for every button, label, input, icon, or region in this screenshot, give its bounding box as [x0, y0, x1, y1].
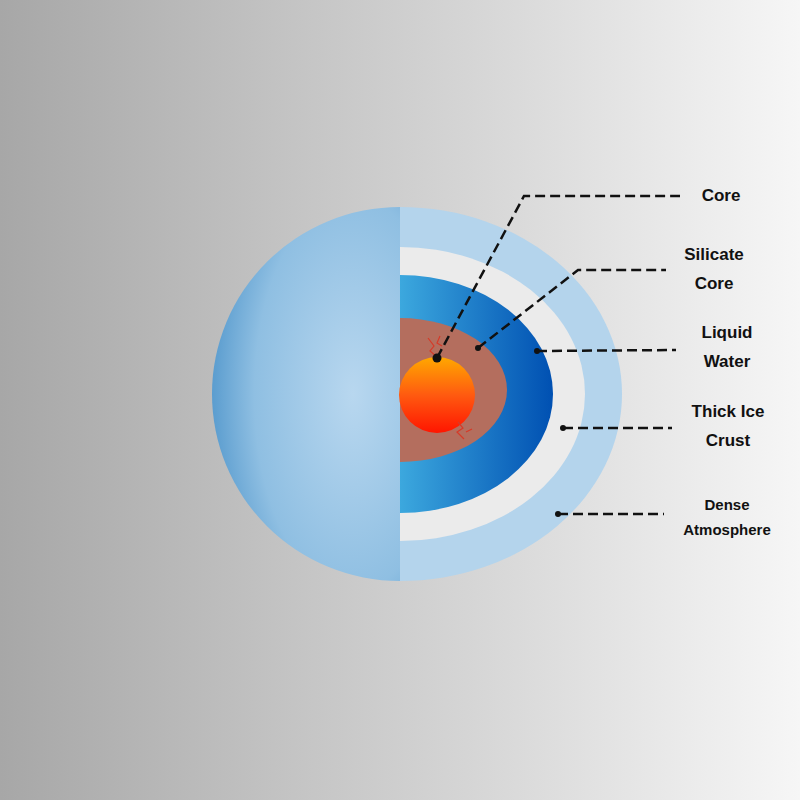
leader-line — [563, 427, 672, 430]
part-label: Silicate Core — [671, 241, 757, 299]
leader-dot — [534, 348, 540, 354]
leader-dot — [560, 425, 566, 431]
part-label: Core — [686, 185, 756, 207]
part-label: Liquid Water — [679, 319, 775, 377]
leader-line — [558, 513, 664, 516]
ice-crust-layer — [400, 247, 585, 541]
leader-dot — [433, 354, 442, 363]
leader-dot — [555, 511, 561, 517]
part-label: Thick Ice Crust — [672, 398, 784, 456]
leader-dot — [475, 345, 481, 351]
core-sphere — [399, 357, 475, 433]
leader-line — [478, 270, 666, 348]
silicate-layer — [400, 318, 507, 462]
part-label: Dense Atmosphere — [667, 492, 787, 543]
leader-line — [437, 196, 680, 358]
planet-surface-half — [212, 207, 400, 581]
leader-line — [537, 350, 676, 351]
leader-lines — [437, 196, 680, 514]
leader-dots — [433, 345, 567, 517]
water-layer — [400, 275, 553, 513]
core-cracks — [428, 336, 472, 439]
atmosphere-layer — [400, 207, 622, 581]
